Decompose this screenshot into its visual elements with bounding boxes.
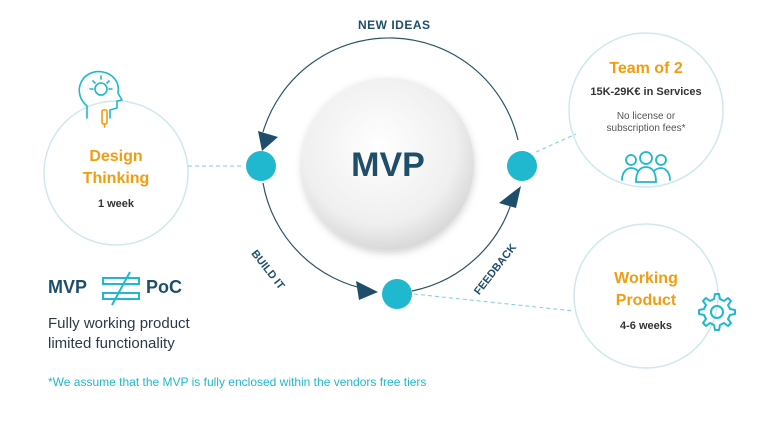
footnote: *We assume that the MVP is fully enclose… — [48, 375, 427, 389]
team-cost: 15K-29K€ in Services — [590, 86, 702, 98]
cycle-arc-right — [411, 193, 515, 292]
working-product-circle — [573, 223, 719, 369]
design-thinking-duration: 1 week — [97, 198, 135, 210]
team-title: Team of 2 — [609, 60, 683, 77]
design-thinking-title-1: Design — [89, 148, 143, 165]
mvp-sphere — [302, 78, 474, 250]
node-left — [246, 151, 276, 181]
design-thinking-title-2: Thinking — [82, 170, 150, 187]
arrow-new-ideas — [258, 131, 278, 151]
connector-team — [535, 133, 577, 153]
description-line-2: limited functionality — [48, 335, 175, 352]
arrow-feedback — [499, 186, 521, 208]
team-note-2: subscription fees* — [606, 123, 686, 134]
working-product-title-2: Product — [615, 292, 677, 309]
not-equal-icon — [102, 271, 140, 306]
team-people-icon — [621, 151, 671, 183]
head-lightbulb-icon — [78, 70, 123, 128]
arrow-build-it — [356, 281, 378, 300]
new-ideas-label: NEW IDEAS — [358, 18, 431, 32]
comparison-poc: PoC — [146, 277, 182, 297]
node-right — [507, 151, 537, 181]
node-bottom — [382, 279, 412, 309]
cycle-arc-top — [262, 37, 519, 141]
working-product-title-1: Working — [614, 270, 678, 287]
team-circle — [568, 32, 724, 188]
mvp-center-label: MVP — [351, 146, 425, 184]
connector-product — [413, 293, 575, 312]
gear-icon — [698, 293, 736, 331]
team-note-1: No license or — [616, 111, 676, 122]
design-thinking-circle — [43, 100, 189, 246]
description-line-1: Fully working product — [48, 315, 190, 332]
working-product-duration: 4-6 weeks — [620, 320, 672, 332]
comparison-mvp: MVP — [48, 277, 88, 297]
cycle-arc-left — [262, 182, 371, 291]
